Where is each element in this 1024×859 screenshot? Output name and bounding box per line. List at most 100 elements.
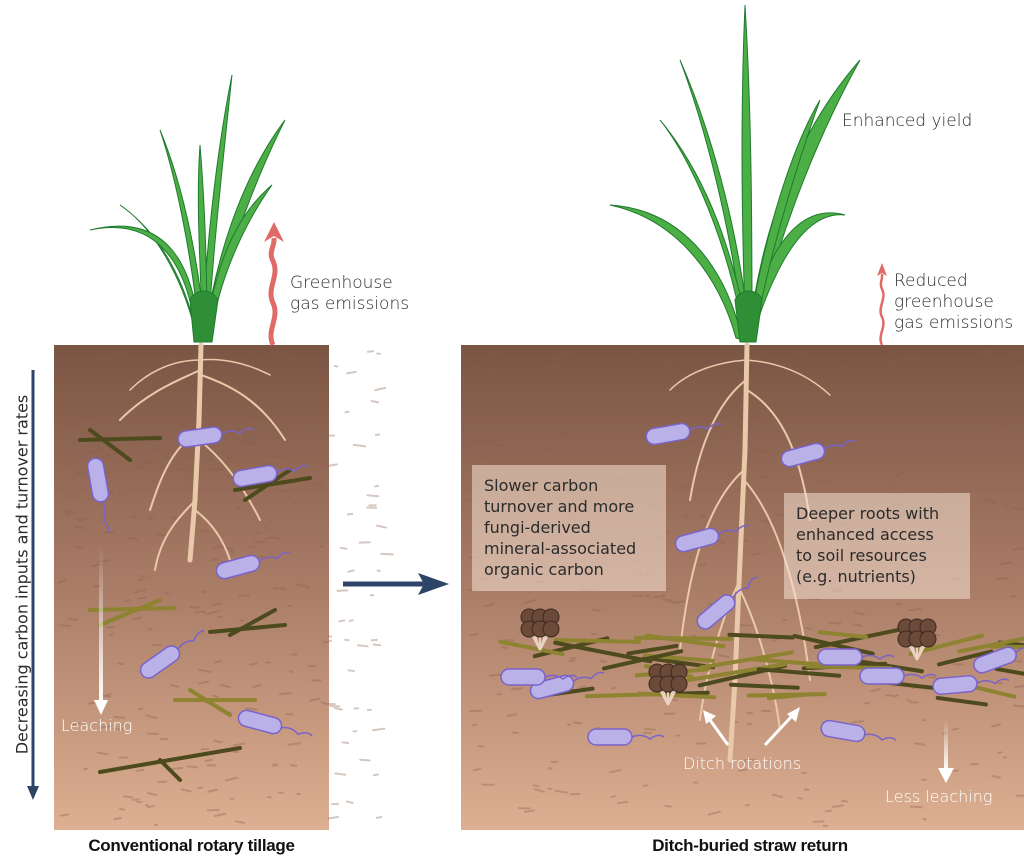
- soil-speck: [798, 350, 804, 354]
- soil-speck: [553, 420, 561, 423]
- fungi-cluster-icon: [897, 618, 937, 661]
- soil-speck: [528, 454, 535, 457]
- soil-speck: [114, 373, 129, 379]
- soil-speck: [545, 448, 555, 452]
- soil-speck: [194, 610, 206, 614]
- soil-speck: [696, 408, 704, 411]
- soil-speck: [334, 772, 347, 776]
- soil-speck: [743, 758, 756, 762]
- soil-speck: [717, 653, 730, 659]
- soil-speck: [554, 789, 568, 794]
- soil-speck: [61, 509, 73, 514]
- soil-speck: [882, 411, 889, 414]
- soil-speck: [108, 633, 114, 636]
- bacterium-icon: [820, 719, 897, 743]
- soil-speck: [189, 605, 197, 609]
- soil-speck: [663, 712, 676, 715]
- soil-speck: [96, 751, 109, 756]
- soil-speck: [863, 701, 870, 705]
- soil-speck: [234, 820, 246, 824]
- soil-speck: [200, 748, 210, 751]
- soil-speck: [295, 401, 307, 406]
- straw-piece: [937, 649, 994, 667]
- soil-speck: [193, 606, 201, 610]
- soil-speck: [215, 399, 224, 403]
- transition-arrow-icon: [343, 573, 449, 595]
- soil-speck: [922, 817, 927, 821]
- soil-speck: [251, 418, 263, 422]
- soil-speck: [990, 502, 997, 505]
- soil-speck: [549, 365, 558, 368]
- soil-speck: [213, 660, 223, 664]
- soil-speck: [747, 417, 759, 422]
- soil-speck: [481, 783, 495, 786]
- soil-speck: [797, 796, 803, 800]
- soil-speck: [974, 362, 982, 366]
- soil-speck: [1013, 704, 1024, 708]
- soil-speck: [235, 507, 242, 510]
- bacterium-icon: [859, 667, 937, 685]
- soil-speck: [285, 713, 295, 716]
- soil-speck: [118, 756, 128, 759]
- soil-speck: [605, 397, 611, 400]
- soil-speck: [699, 514, 706, 518]
- soil-speck: [217, 615, 223, 619]
- soil-speck: [658, 360, 673, 363]
- straw-piece: [602, 649, 684, 671]
- straw-piece: [644, 633, 726, 649]
- soil-speck: [940, 487, 946, 491]
- soil-speck: [143, 460, 156, 465]
- soil-speck: [469, 441, 474, 444]
- soil-speck: [64, 511, 70, 514]
- soil-speck: [216, 544, 226, 549]
- soil-speck: [207, 808, 220, 812]
- soil-speck: [269, 455, 284, 459]
- soil-speck: [269, 536, 282, 540]
- soil-speck: [347, 569, 355, 573]
- soil-speck: [878, 429, 890, 434]
- soil-speck: [739, 624, 754, 627]
- soil-speck: [368, 504, 377, 507]
- soil-speck: [899, 470, 905, 473]
- soil-speck: [164, 592, 170, 595]
- straw-piece: [78, 436, 162, 442]
- soil-speck: [952, 663, 965, 666]
- fungi-group: [520, 608, 937, 706]
- soil-speck: [232, 742, 245, 747]
- soil-speck: [906, 699, 911, 702]
- soil-speck: [74, 517, 82, 521]
- soil-speck: [366, 494, 380, 498]
- soil-speck: [674, 600, 685, 604]
- soil-speck: [245, 441, 257, 446]
- soil-speck: [219, 684, 232, 689]
- soil-speck: [197, 786, 204, 790]
- straw-piece: [935, 695, 988, 707]
- bacterium-icon: [587, 728, 665, 746]
- soil-speck: [73, 545, 85, 549]
- soil-speck: [738, 768, 748, 772]
- soil-speck: [736, 489, 741, 492]
- straw-piece: [756, 667, 842, 678]
- deeper-roots-box: Deeper roots with enhanced access to soi…: [784, 493, 970, 599]
- soil-speck: [372, 727, 386, 732]
- roots-left: [119, 342, 286, 571]
- soil-speck: [106, 429, 114, 432]
- soil-speck: [695, 742, 707, 745]
- soil-speck: [555, 432, 569, 436]
- soil-speck: [271, 764, 278, 767]
- soil-speck: [112, 351, 125, 357]
- soil-speck: [313, 482, 324, 487]
- soil-speck: [511, 687, 523, 691]
- soil-speck: [1011, 547, 1024, 551]
- soil-speck: [564, 351, 569, 354]
- soil-speck: [147, 628, 153, 631]
- soil-speck: [137, 596, 147, 600]
- bacterium-icon: [86, 457, 110, 534]
- soil-speck: [487, 370, 501, 375]
- soil-speck: [324, 463, 338, 468]
- soil-speck: [297, 583, 311, 589]
- soil-speck: [969, 763, 980, 766]
- soil-speck: [346, 370, 357, 375]
- soil-speck: [547, 767, 553, 770]
- straw-piece: [727, 632, 795, 640]
